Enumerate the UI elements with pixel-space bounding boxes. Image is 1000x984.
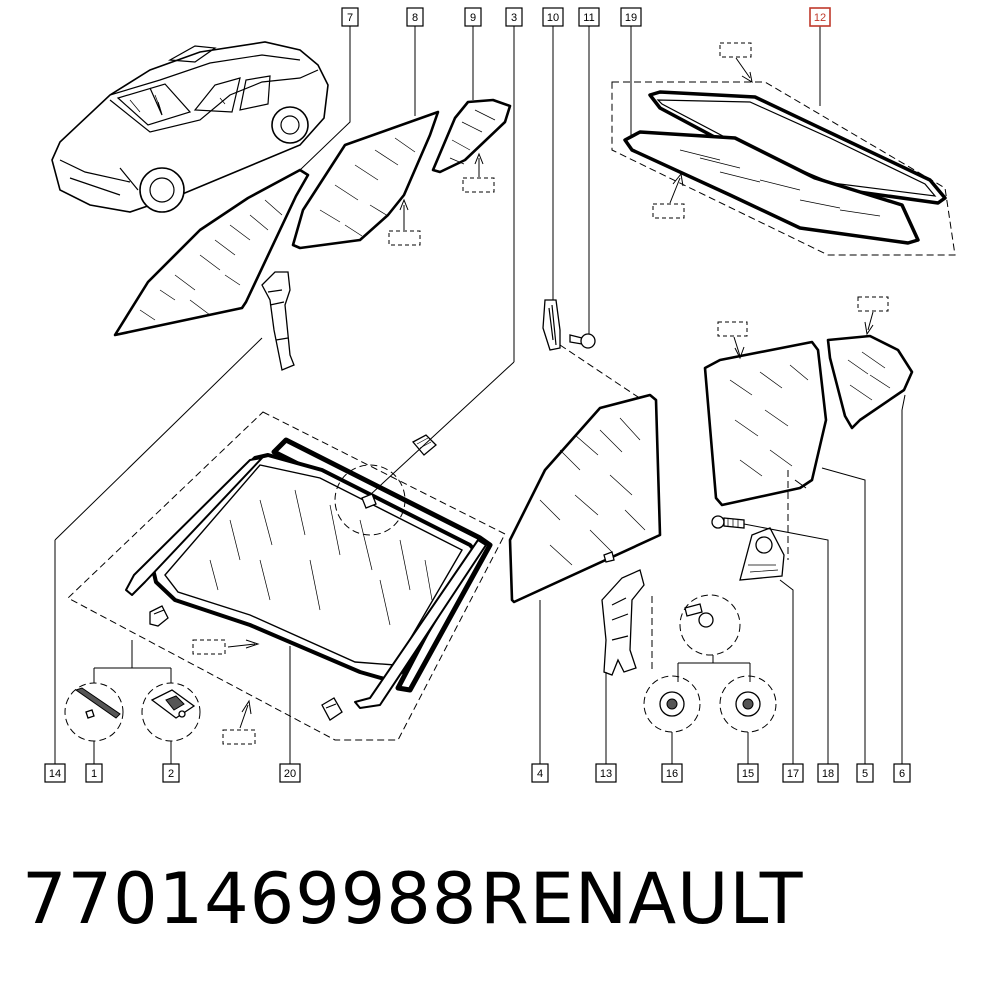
rear-seal-part-12 [648,90,947,205]
car-illustration [51,41,329,213]
glass-label-20b [222,729,256,745]
rear-quarter-glass-part-5 [703,340,828,507]
callout-11: 11 [578,7,600,27]
detail-circle-bolt [679,594,741,656]
glass-hatching-6 [847,351,891,401]
glass-hatching-7 [139,199,283,321]
glass-hatching-8 [319,137,416,237]
rear-quarter-glass-part-6 [826,334,914,430]
svg-text:19: 19 [625,12,637,24]
clip-part-2 [150,689,196,719]
callout-16: 16 [661,763,683,783]
glass-label-20 [192,639,226,655]
callout-4: 4 [531,763,549,783]
glass-hatching-19 [679,149,881,217]
rear-screen-dashed-group [611,81,956,256]
svg-text:16: 16 [666,768,678,780]
windscreen-right-moulding [354,539,487,709]
callout-1: 1 [85,763,103,783]
callout-19: 19 [620,7,642,27]
svg-text:6: 6 [899,768,905,780]
door-glass-front-part-7 [113,168,310,337]
svg-text:4: 4 [537,768,543,780]
footer-caption: 7701469988 RENAULT [22,858,982,948]
windscreen-dashed-group [67,411,506,741]
callout-20: 20 [279,763,301,783]
svg-text:20: 20 [284,768,296,780]
svg-text:13: 13 [600,768,612,780]
glass-hatching-9 [449,109,496,165]
bracket-part-13 [601,569,645,676]
windscreen-bracket-left [149,605,169,627]
callout-15: 15 [737,763,759,783]
svg-text:7: 7 [347,12,353,24]
svg-text:18: 18 [822,768,834,780]
svg-text:14: 14 [49,768,61,780]
callout-12-highlighted: 12 [809,7,831,27]
callout-18: 18 [817,763,839,783]
detail-circle-part-16 [643,675,701,733]
svg-text:10: 10 [547,12,559,24]
callout-14: 14 [44,763,66,783]
glass-hatching-4 [539,417,646,566]
callout-13: 13 [595,763,617,783]
nut-part-15 [735,691,761,717]
svg-text:1: 1 [91,768,97,780]
rear-door-glass-part-4 [508,393,662,604]
screw-part-18 [711,515,745,529]
leader-lines [54,26,906,764]
callout-2: 2 [162,763,180,783]
callout-10: 10 [542,7,564,27]
svg-text:5: 5 [862,768,868,780]
glass-label-5 [717,321,748,337]
windscreen-left-moulding [125,457,263,596]
callout-17: 17 [782,763,804,783]
part-number: 7701469988 [22,858,478,940]
svg-text:8: 8 [412,12,418,24]
bracket-part-14 [261,271,295,371]
glass-hatching-5 [729,364,809,477]
nut-part-16 [659,691,685,717]
glass-hatching-20 [209,489,433,626]
windscreen-bracket-right [321,697,343,721]
glass-label-6 [857,296,889,312]
callout-7: 7 [341,7,359,27]
quarter-glass-part-8 [291,110,440,250]
clip-part-10 [542,299,561,351]
svg-text:17: 17 [787,768,799,780]
detail-circle-part-15 [719,675,777,733]
parts-diagram: 7 8 9 3 10 11 19 12 14 1 2 20 [44,7,956,783]
glass-label-19 [652,203,685,219]
svg-text:12: 12 [814,12,826,24]
bracket-part-17 [739,527,785,581]
bolt-assembly [684,603,714,628]
strip-part-1 [74,687,121,719]
clip-leader [559,344,651,406]
glass-label-9 [462,177,495,193]
rear-windscreen-part-19 [623,130,920,245]
callout-9: 9 [464,7,482,27]
svg-text:11: 11 [583,12,594,24]
brand-name: RENAULT [480,858,804,940]
callout-8: 8 [406,7,424,27]
glass-label-12 [719,42,752,58]
detail-circle-mirror [334,464,406,536]
callout-3: 3 [505,7,523,27]
svg-text:15: 15 [742,768,754,780]
bolt-part-11 [569,333,596,349]
svg-text:2: 2 [168,768,174,780]
triangle-glass-part-9 [431,98,512,174]
callout-5: 5 [856,763,874,783]
svg-text:3: 3 [511,12,517,24]
callout-6: 6 [893,763,911,783]
glass-label-8 [388,230,421,246]
svg-text:9: 9 [470,12,476,24]
